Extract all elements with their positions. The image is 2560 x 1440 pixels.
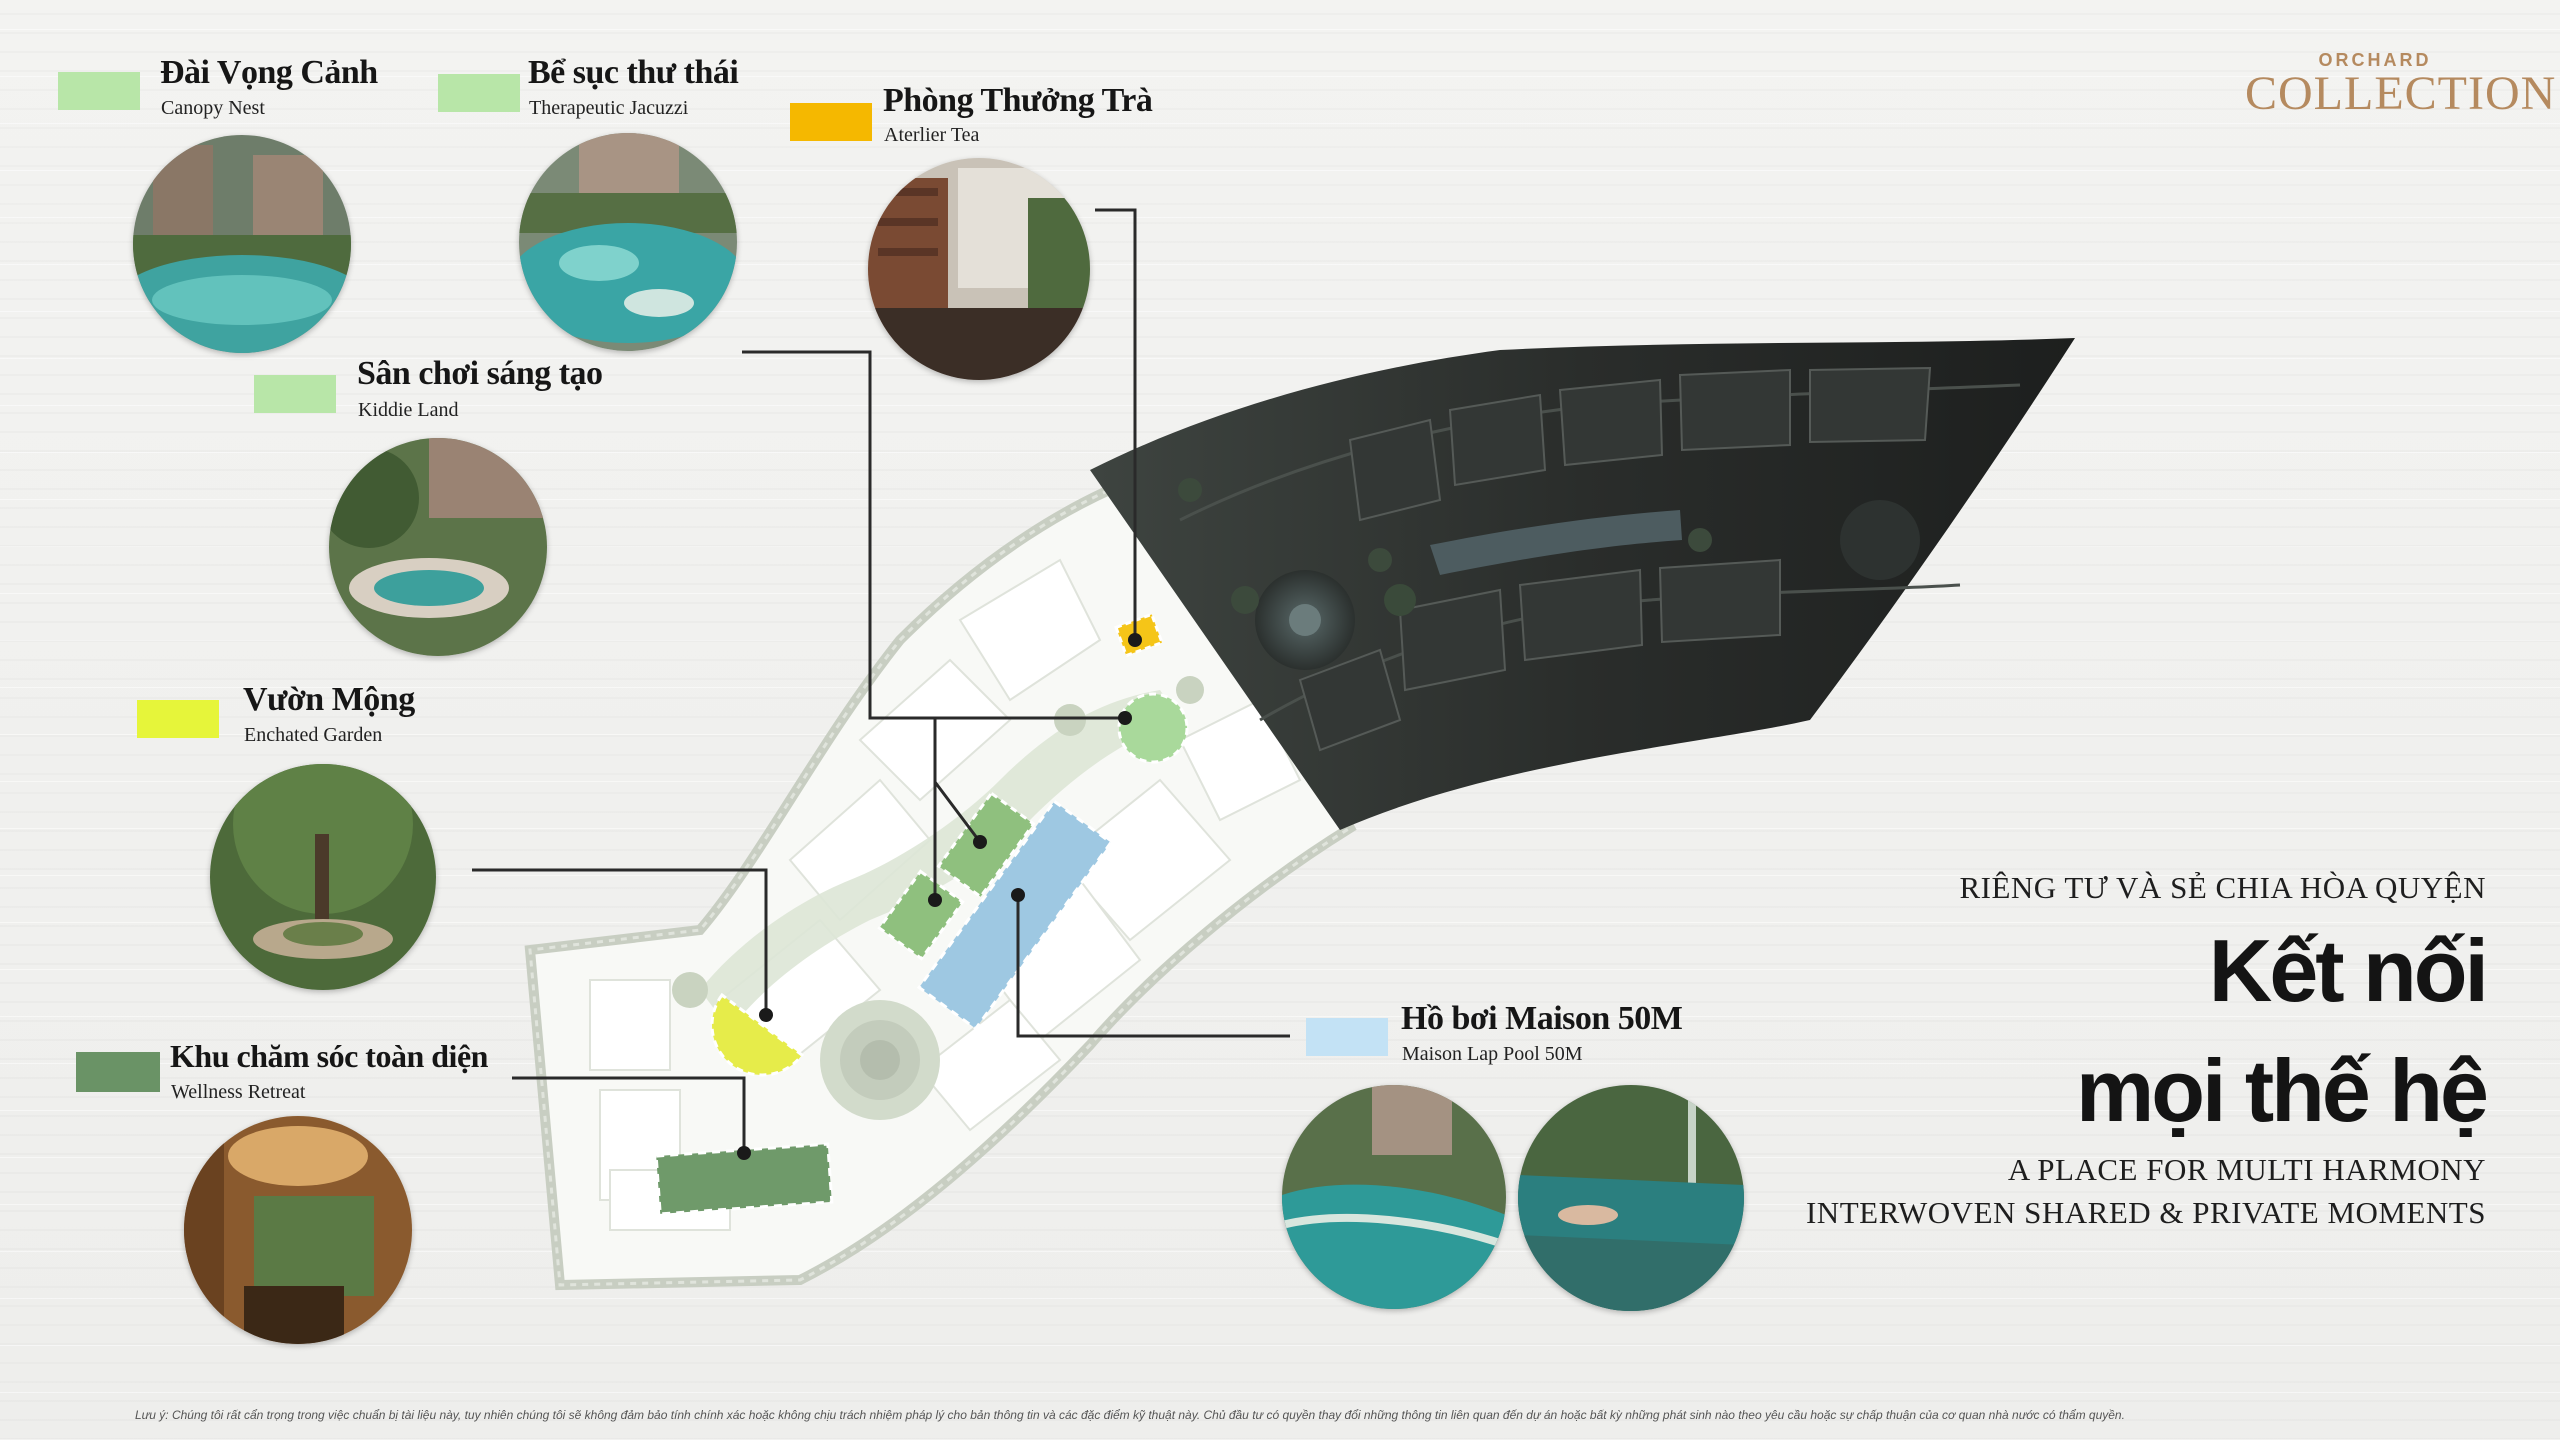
tea-room-swatch [790,103,872,141]
kiddie-land-title: Sân chơi sáng tạo [357,355,603,392]
enchanted-garden-swatch [137,700,219,738]
enchanted-garden-subtitle: Enchated Garden [244,724,383,746]
hero-headline-line2: mọi thế hệ [2075,1041,2489,1140]
lap-pool-photo-2 [1518,1085,1744,1311]
jacuzzi-subtitle: Therapeutic Jacuzzi [529,97,689,119]
tea-room-title: Phòng Thưởng Trà [883,82,1153,119]
wellness-title: Khu chăm sóc toàn diện [170,1038,488,1074]
jacuzzi-swatch [438,74,520,112]
hero-tagline-line2: INTERWOVEN SHARED & PRIVATE MOMENTS [1805,1195,2486,1230]
lap-pool-subtitle: Maison Lap Pool 50M [1402,1043,1583,1065]
disclaimer: Lưu ý: Chúng tôi rất cẩn trọng trong việ… [135,1408,2125,1422]
kiddie-land-marker [877,869,965,961]
jacuzzi-photo [519,133,737,351]
canopy-nest-title: Đài Vọng Cảnh [160,54,378,91]
kiddie-land-swatch [254,375,336,413]
tea-room-subtitle: Aterlier Tea [884,124,980,146]
amenity-markers [654,612,1189,1216]
wellness-photo [184,1116,412,1344]
canopy-nest-swatch [58,72,140,110]
lap-pool-swatch [1306,1018,1388,1056]
leader-dots [737,633,1142,1160]
hero-tagline-line1: A PLACE FOR MULTI HARMONY [2007,1152,2486,1187]
lap-pool-marker [916,799,1114,1031]
brand-logo: COLLECTION [2245,67,2557,120]
brand-top: ORCHARD [2318,50,2432,70]
wellness-swatch [76,1052,160,1092]
enchanted-garden-marker [710,992,805,1077]
hero-kicker: RIÊNG TƯ VÀ SẺ CHIA HÒA QUYỆN [1959,870,2486,905]
kiddie-land-subtitle: Kiddie Land [358,399,459,421]
enchanted-garden-title: Vườn Mộng [243,681,415,718]
jacuzzi-title: Bể sục thư thái [528,54,739,91]
kids-garden-photo [329,438,547,656]
leader-lines [472,208,1290,1153]
lap-pool-title: Hồ bơi Maison 50M [1401,1000,1683,1037]
canopy-nest-subtitle: Canopy Nest [161,97,265,119]
hero-headline-line1: Kết nối [2208,921,2489,1020]
site-plan-dark-area [1090,338,2075,830]
canopy-nest-marker [1117,692,1189,764]
lap-pool-photo [1282,1085,1506,1309]
canopy-nest-photo [133,135,351,353]
wellness-subtitle: Wellness Retreat [171,1081,306,1103]
tea-room-photo [868,158,1090,380]
enchanted-garden-photo [210,764,436,990]
